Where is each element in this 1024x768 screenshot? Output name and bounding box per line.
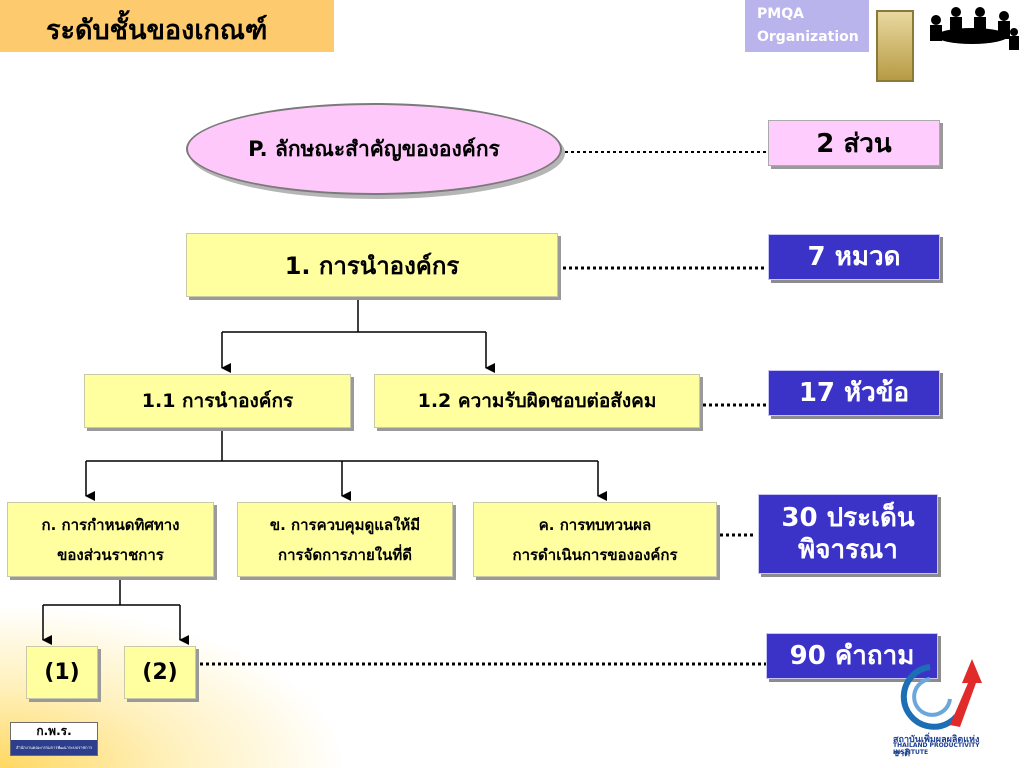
profile-prefix: P.: [248, 137, 268, 161]
categories-count-box: 7 หมวด: [768, 234, 940, 280]
category-box: 1. การนำองค์กร: [186, 233, 558, 297]
item-box-1: 1.1 การนำองค์กร: [84, 374, 351, 428]
pmqa-badge: PMQA Organization: [745, 0, 869, 52]
areas-count-box: 30 ประเด็น พิจารณา: [758, 494, 938, 574]
area-line2: ของส่วนราชการ: [57, 545, 164, 564]
categories-count: 7 หมวด: [807, 242, 901, 272]
profile-ellipse: P. ลักษณะสำคัญขององค์กร: [186, 103, 562, 195]
pmqa-line2: Organization: [757, 29, 859, 45]
question-label: (1): [44, 660, 80, 685]
ktp-logo: ก.พ.ร. สำนักงานคณะกรรมการพัฒนาระบบราชการ: [10, 722, 98, 756]
question-label: (2): [142, 660, 178, 685]
area-line2: การดำเนินการขององค์กร: [512, 545, 678, 564]
area-box-2: ข. การควบคุมดูแลให้มี การจัดการภายในที่ด…: [237, 502, 453, 577]
question-box-2: (2): [124, 646, 196, 699]
items-count: 17 หัวข้อ: [798, 378, 910, 408]
pmqa-line1: PMQA: [757, 6, 804, 22]
category-label: 1. การนำองค์กร: [284, 251, 460, 280]
area-line1: ค. การทบทวนผล: [538, 515, 652, 534]
item-label: 1.1 การนำองค์กร: [141, 390, 294, 412]
ktp-logo-text: ก.พ.ร.: [36, 724, 72, 738]
page-title: ระดับชั้นของเกณฑ์: [46, 15, 268, 46]
area-line1: ก. การกำหนดทิศทาง: [41, 515, 180, 534]
items-count-box: 17 หัวข้อ: [768, 370, 940, 416]
tpi-logo-icon: [900, 659, 982, 730]
areas-count-line2: พิจารณา: [798, 535, 898, 565]
area-line2: การจัดการภายในที่ดี: [278, 545, 412, 564]
area-line1: ข. การควบคุมดูแลให้มี: [269, 515, 421, 534]
question-box-1: (1): [26, 646, 98, 699]
questions-count: 90 คำถาม: [789, 641, 915, 671]
ktp-logo-subtext: สำนักงานคณะกรรมการพัฒนาระบบราชการ: [11, 740, 97, 755]
tpi-logo-thai: สถาบันเพิ่มผลผลิตแห่งชาติ: [893, 735, 980, 759]
page-title-box: ระดับชั้นของเกณฑ์: [0, 0, 334, 52]
item-label: 1.2 ความรับผิดชอบต่อสังคม: [417, 390, 657, 412]
area-box-3: ค. การทบทวนผล การดำเนินการขององค์กร: [473, 502, 717, 577]
areas-count-line1: 30 ประเด็น: [781, 503, 915, 533]
tpi-logo-english: THAILAND PRODUCTIVITY INSTITUTE: [893, 742, 980, 756]
meeting-people-icon: [922, 2, 1022, 54]
parts-count: 2 ส่วน: [816, 128, 892, 159]
questions-count-box: 90 คำถาม: [766, 633, 938, 679]
item-box-2: 1.2 ความรับผิดชอบต่อสังคม: [374, 374, 700, 428]
area-box-1: ก. การกำหนดทิศทาง ของส่วนราชการ: [7, 502, 214, 577]
parts-count-box: 2 ส่วน: [768, 120, 940, 166]
pmqa-logo-icon: [876, 10, 914, 82]
profile-text: ลักษณะสำคัญขององค์กร: [274, 136, 500, 161]
